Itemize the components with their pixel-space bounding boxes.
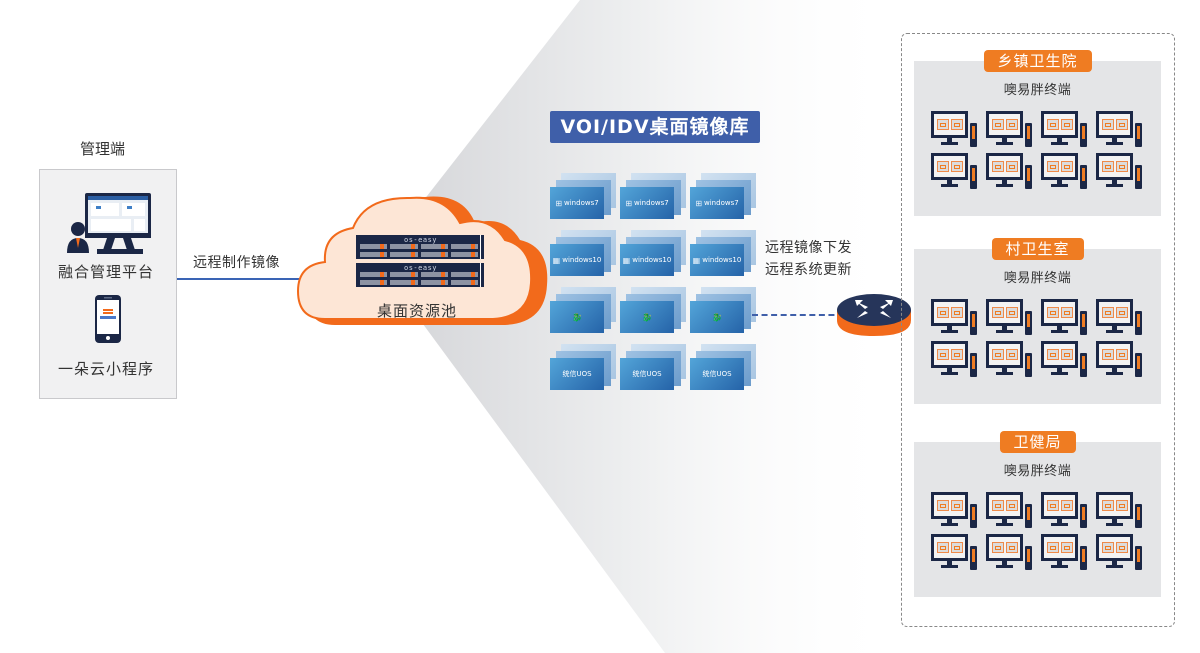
image-tile-uos: 统信UOS [690, 344, 758, 390]
platform-label: 融合管理平台 [58, 263, 155, 281]
windows7-flag-icon: ⊞ [555, 198, 563, 208]
server-rack-1: os-easy [356, 235, 484, 259]
fat-terminal-icon [1041, 111, 1096, 149]
image-tile-kylin: 🐉 [620, 287, 688, 333]
mobile-phone-icon [95, 295, 121, 343]
kylin-logo-icon: 🐉 [712, 312, 722, 322]
image-tile-label: 统信UOS [562, 370, 592, 378]
image-tile-label: windows7 [704, 199, 739, 207]
image-tile-windows10: ▦windows10 [550, 230, 618, 276]
image-tile-kylin: 🐉 [550, 287, 618, 333]
fat-terminal-icon [931, 111, 986, 149]
fat-terminal-icon [931, 299, 986, 337]
windows7-flag-icon: ⊞ [695, 198, 703, 208]
image-tile-label: 统信UOS [702, 370, 732, 378]
image-tile-label: windows7 [564, 199, 599, 207]
remote-make-image-label: 远程制作镜像 [193, 255, 280, 271]
image-tile-label: windows10 [632, 256, 672, 264]
site-village-clinic: 村卫生室 噢易胖终端 [914, 238, 1161, 404]
kylin-logo-icon: 🐉 [642, 312, 652, 322]
admin-workstation-icon [67, 193, 151, 254]
windows10-logo-icon: ▦ [622, 255, 631, 265]
fat-terminal-icon [1041, 534, 1096, 572]
site-terminal-label: 噢易胖终端 [1003, 83, 1072, 98]
windows10-logo-icon: ▦ [552, 255, 561, 265]
image-library-title: VOI/IDV桌面镜像库 [550, 111, 760, 143]
fat-terminal-icon [931, 534, 986, 572]
fat-terminal-icon [931, 492, 986, 530]
fat-terminal-icon [986, 492, 1041, 530]
fat-terminal-icon [986, 111, 1041, 149]
server-brand: os-easy [404, 236, 438, 244]
image-tile-label: windows10 [702, 256, 742, 264]
site-name-badge: 村卫生室 [991, 238, 1084, 260]
fat-terminal-icon [931, 341, 986, 379]
windows10-logo-icon: ▦ [692, 255, 701, 265]
image-tile-uos: 统信UOS [550, 344, 618, 390]
miniapp-label: 一朵云小程序 [58, 360, 155, 378]
image-tile-windows7: ⊞windows7 [550, 173, 618, 219]
fat-terminal-icon [1041, 299, 1096, 337]
site-name-badge: 卫健局 [999, 431, 1076, 453]
site-health-bureau: 卫健局 噢易胖终端 [914, 431, 1161, 597]
server-brand: os-easy [404, 264, 438, 272]
fat-terminal-icon [986, 341, 1041, 379]
image-tile-windows7: ⊞windows7 [620, 173, 688, 219]
kylin-logo-icon: 🐉 [572, 312, 582, 322]
image-tile-windows7: ⊞windows7 [690, 173, 758, 219]
server-rack-2: os-easy [356, 263, 484, 287]
image-tile-windows10: ▦windows10 [620, 230, 688, 276]
remote-system-update-label: 远程系统更新 [765, 262, 852, 278]
image-tile-label: windows7 [634, 199, 669, 207]
image-tile-uos: 统信UOS [620, 344, 688, 390]
remote-image-push-label: 远程镜像下发 [765, 240, 852, 256]
fat-terminal-icon [1096, 299, 1151, 337]
fat-terminal-icon [1096, 534, 1151, 572]
site-terminal-label: 噢易胖终端 [1003, 271, 1072, 286]
image-tile-label: 统信UOS [632, 370, 662, 378]
management-title: 管理端 [80, 140, 126, 158]
terminal-sites-region [901, 33, 1175, 627]
resource-pool-label: 桌面资源池 [377, 302, 458, 320]
image-tile-windows10: ▦windows10 [690, 230, 758, 276]
router-icon [837, 294, 911, 336]
fat-terminal-icon [1096, 341, 1151, 379]
fat-terminal-icon [1041, 492, 1096, 530]
fat-terminal-icon [1041, 341, 1096, 379]
router-connector [752, 314, 844, 316]
remote-image-connector [177, 278, 305, 280]
fat-terminal-icon [986, 153, 1041, 191]
fat-terminal-icon [1096, 111, 1151, 149]
fat-terminal-icon [1041, 153, 1096, 191]
image-tile-label: windows10 [562, 256, 602, 264]
fat-terminal-icon [986, 534, 1041, 572]
remote-distribution-label: 远程镜像下发 远程系统更新 [765, 237, 852, 281]
fat-terminal-icon [931, 153, 986, 191]
image-tile-kylin: 🐉 [690, 287, 758, 333]
fat-terminal-icon [1096, 492, 1151, 530]
fat-terminal-icon [986, 299, 1041, 337]
windows7-flag-icon: ⊞ [625, 198, 633, 208]
site-terminal-label: 噢易胖终端 [1003, 464, 1072, 479]
fat-terminal-icon [1096, 153, 1151, 191]
site-township-hospital: 乡镇卫生院 噢易胖终端 [914, 50, 1161, 216]
site-name-badge: 乡镇卫生院 [983, 50, 1092, 72]
